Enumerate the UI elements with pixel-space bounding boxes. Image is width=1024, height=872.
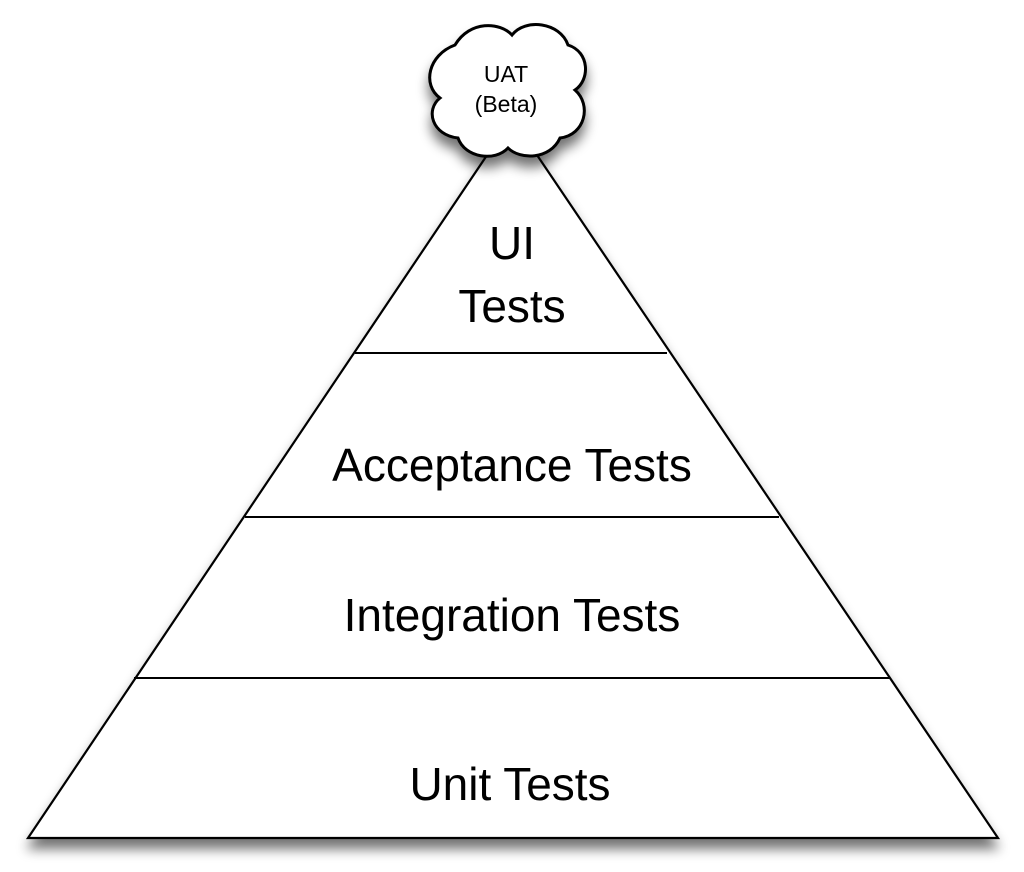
layer-unit-label: Unit Tests: [409, 758, 610, 810]
uat-cloud-shape: [428, 23, 587, 158]
cloud-label-beta: (Beta): [475, 91, 538, 117]
layer-ui-line1: UI: [489, 217, 535, 269]
layer-ui-line2: Tests: [458, 280, 565, 332]
layer-acceptance-label: Acceptance Tests: [332, 439, 692, 491]
layer-integration-label: Integration Tests: [344, 589, 681, 641]
pyramid-outline: [25, 116, 1001, 840]
cloud-label-uat: UAT: [484, 61, 528, 87]
